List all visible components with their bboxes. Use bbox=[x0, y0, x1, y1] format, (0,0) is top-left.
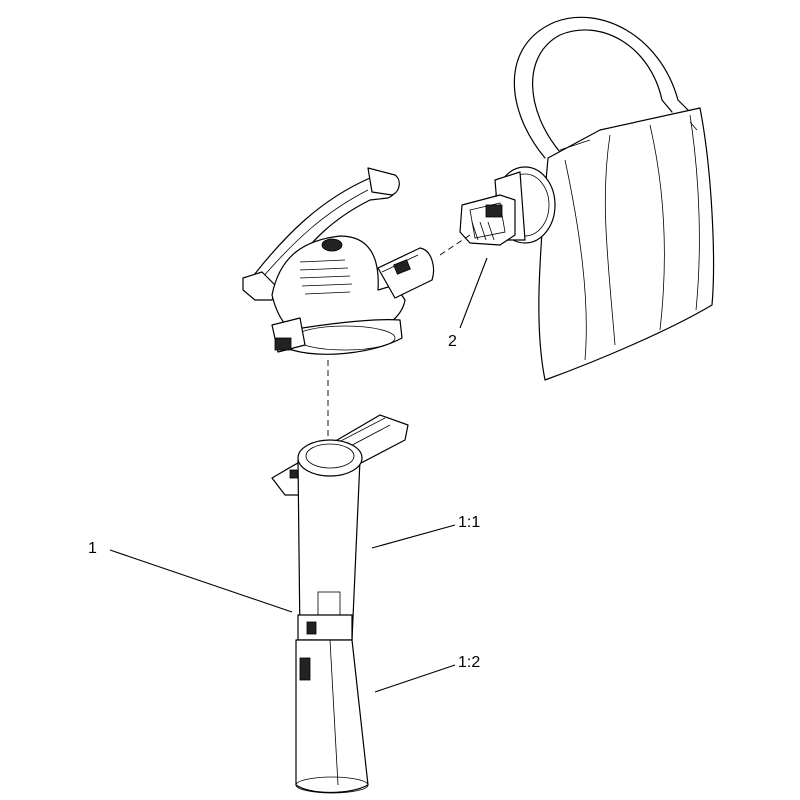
callout-part-1: 1 bbox=[88, 540, 97, 557]
leader-part-1-2 bbox=[374, 664, 456, 693]
leader-part-1-1 bbox=[371, 524, 456, 549]
callout-part-1-1: 1:1 bbox=[458, 514, 480, 531]
blower-tube-assembly bbox=[271, 414, 409, 794]
callout-part-2: 2 bbox=[448, 333, 457, 350]
callout-part-1-2: 1:2 bbox=[458, 654, 480, 671]
leader-part-1 bbox=[109, 549, 293, 613]
assembly-line-bag bbox=[439, 234, 471, 256]
collection-bag bbox=[459, 16, 715, 381]
blower-motor-head bbox=[242, 167, 435, 355]
leader-part-2 bbox=[459, 257, 488, 329]
